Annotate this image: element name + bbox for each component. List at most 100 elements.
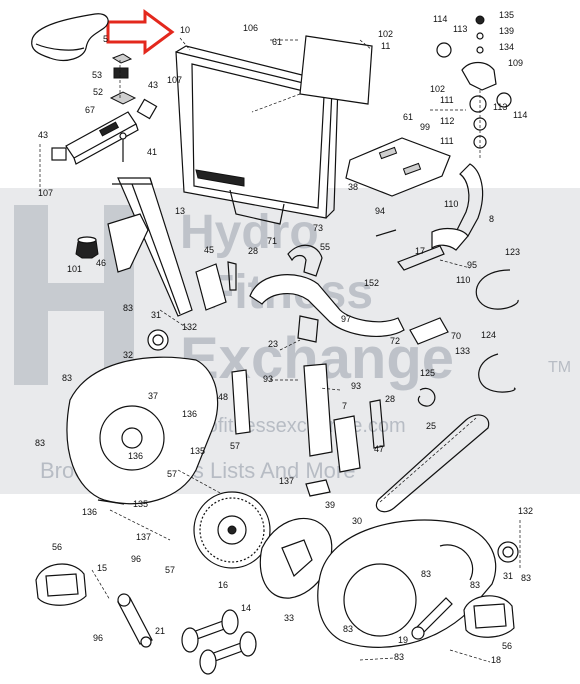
- part-label-p96b: 96: [93, 633, 103, 643]
- part-label-p139: 139: [499, 26, 514, 36]
- part-label-p102b: 102: [430, 84, 445, 94]
- part-label-p137b: 137: [136, 532, 151, 542]
- part-label-p43b: 43: [38, 130, 48, 140]
- part-label-p25: 25: [426, 421, 436, 431]
- part-label-p45: 45: [204, 245, 214, 255]
- part-label-p48: 48: [218, 392, 228, 402]
- part-label-p52: 52: [93, 87, 103, 97]
- part-label-p132b: 132: [518, 506, 533, 516]
- part-label-p53: 53: [92, 70, 102, 80]
- cable-123-part: [475, 269, 519, 310]
- part-label-p93a: 93: [263, 374, 273, 384]
- part-label-p152: 152: [364, 278, 379, 288]
- part-label-p99: 99: [420, 122, 430, 132]
- part-label-p17: 17: [415, 246, 425, 256]
- part-label-p33: 33: [284, 613, 294, 623]
- part-label-p111b: 111: [440, 136, 454, 146]
- part-label-p15: 15: [97, 563, 107, 573]
- part-label-p56b: 56: [502, 641, 512, 651]
- rear-cover-part: [107, 213, 149, 273]
- part-label-p94: 94: [375, 206, 385, 216]
- part-label-p137a: 137: [279, 476, 294, 486]
- part-label-p136c: 136: [82, 507, 97, 517]
- part-label-p114a: 114: [433, 14, 447, 24]
- part-label-p110a: 110: [444, 199, 458, 209]
- part-label-p102a: 102: [378, 29, 393, 39]
- part-label-p28b: 28: [385, 394, 395, 404]
- console-mount-part: [345, 137, 451, 197]
- part-label-p11: 11: [381, 41, 390, 51]
- part-label-p93b: 93: [351, 381, 361, 391]
- part-label-p95: 95: [467, 260, 477, 270]
- part-label-p19: 19: [398, 635, 408, 645]
- part-label-p111a: 111: [440, 95, 454, 105]
- part-label-p37: 37: [148, 391, 158, 401]
- part-label-p5: 5: [103, 34, 108, 44]
- part-label-p10: 10: [180, 25, 190, 35]
- watermark-h-logo: [14, 205, 134, 385]
- part-label-p56a: 56: [52, 542, 62, 552]
- cable-125-part: [417, 387, 436, 407]
- part-label-p31b: 31: [503, 571, 513, 581]
- part-label-p109: 109: [508, 58, 523, 68]
- part-label-p39: 39: [325, 500, 335, 510]
- part-label-p23: 23: [268, 339, 278, 349]
- part-label-p61a: 61: [272, 37, 282, 47]
- part-label-p73: 73: [313, 223, 323, 233]
- part-label-p57b: 57: [167, 469, 177, 479]
- bracket-47-part: [333, 415, 361, 473]
- part-label-p124: 124: [481, 330, 496, 340]
- part-label-p18: 18: [491, 655, 501, 665]
- part-label-p136b: 136: [128, 451, 143, 461]
- part-label-p123: 123: [505, 247, 520, 257]
- part-label-p107a: 107: [167, 75, 182, 85]
- watermark-line1: Hydro: [180, 206, 319, 259]
- watermark-tm: TM: [548, 359, 571, 376]
- part-label-p110b: 110: [456, 275, 470, 285]
- part-label-p31a: 31: [151, 310, 161, 320]
- part-label-p106: 106: [243, 23, 258, 33]
- part-label-p32: 32: [123, 350, 133, 360]
- part-label-p43a: 43: [148, 80, 158, 90]
- part-label-p113a: 113: [453, 24, 467, 34]
- part-label-p112: 112: [440, 116, 454, 126]
- seat-clamp-part: [113, 67, 129, 79]
- part-label-p113b: 113: [493, 102, 507, 112]
- part-label-p28a: 28: [248, 246, 258, 256]
- part-label-p13: 13: [175, 206, 185, 216]
- part-label-p41: 41: [147, 147, 157, 157]
- handlebar-stem-part: [461, 61, 497, 91]
- cable-124-part: [478, 353, 516, 393]
- left-shroud-part: [66, 356, 219, 505]
- part-label-p83e: 83: [521, 573, 531, 583]
- part-label-p7: 7: [342, 401, 347, 411]
- part-label-p125: 125: [420, 368, 435, 378]
- part-label-p14: 14: [241, 603, 251, 613]
- part-label-p83c: 83: [35, 438, 45, 448]
- part-label-p57c: 57: [165, 565, 175, 575]
- part-label-p72: 72: [390, 336, 400, 346]
- part-label-p61b: 61: [403, 112, 413, 122]
- part-label-p83f: 83: [470, 580, 480, 590]
- part-label-p83d: 83: [421, 569, 431, 579]
- part-label-p47: 47: [374, 444, 384, 454]
- handlebar-part: [249, 274, 405, 337]
- part-label-p67: 67: [85, 105, 95, 115]
- part-label-p38: 38: [348, 182, 358, 192]
- part-label-p30: 30: [352, 516, 362, 526]
- bracket-48-part: [231, 369, 251, 435]
- part-label-p136a: 136: [182, 409, 197, 419]
- part-label-p46: 46: [96, 258, 106, 268]
- part-label-p135: 135: [499, 10, 514, 20]
- part-label-p107b: 107: [38, 188, 53, 198]
- part-label-p83a: 83: [123, 303, 133, 313]
- dumbbells-part: [181, 609, 257, 675]
- red-arrow-icon: [106, 9, 175, 55]
- part-label-p21: 21: [155, 626, 165, 636]
- part-label-p132a: 132: [182, 322, 197, 332]
- bracket-45-part: [195, 263, 227, 311]
- part-label-p133: 133: [455, 346, 470, 356]
